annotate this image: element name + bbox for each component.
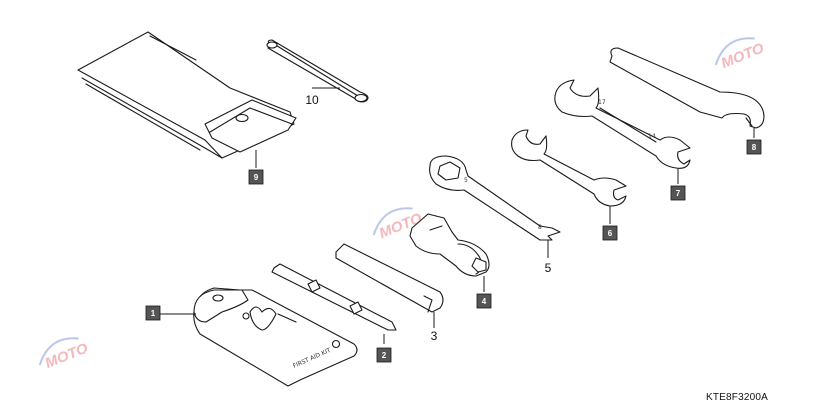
wrench-17x14 xyxy=(554,79,691,169)
svg-text:4: 4 xyxy=(482,297,487,306)
pin-spanner xyxy=(609,47,765,129)
svg-text:1: 1 xyxy=(151,309,156,318)
callout-5: 5 xyxy=(545,261,552,275)
handle-bar xyxy=(335,243,444,313)
wrench-7-size-a: 17 xyxy=(598,99,606,106)
screwdriver xyxy=(271,263,397,331)
box-open-wrench xyxy=(429,155,561,241)
svg-text:2: 2 xyxy=(382,351,387,360)
callout-6: 6 xyxy=(602,225,618,241)
watermark-logo-bottom-left: MOTO xyxy=(38,337,91,372)
callout-1: 1 xyxy=(145,305,161,321)
plug-socket-wrench xyxy=(409,213,490,277)
first-aid-pouch xyxy=(193,287,358,387)
wrench-double-open xyxy=(511,129,627,207)
svg-text:9: 9 xyxy=(254,173,259,182)
svg-text:MOTO: MOTO xyxy=(43,339,91,372)
watermark-logo-top-right: MOTO xyxy=(714,37,767,72)
svg-text:6: 6 xyxy=(608,229,613,238)
box-end-size: 5 xyxy=(464,177,468,184)
callout-7: 7 xyxy=(670,185,686,201)
leader-lines xyxy=(160,87,755,344)
svg-text:8: 8 xyxy=(752,143,757,152)
callout-9: 9 xyxy=(248,169,264,185)
callout-4: 4 xyxy=(476,293,492,309)
callout-3: 3 xyxy=(431,329,438,343)
callout-10: 10 xyxy=(305,93,319,107)
wrench-7-size-b: 14 xyxy=(648,133,656,140)
diagram-code: KTE8F3200A xyxy=(706,392,769,403)
wrench-5-size: 8 xyxy=(538,224,542,231)
callout-8: 8 xyxy=(746,139,762,155)
strap xyxy=(266,39,369,103)
callout-2: 2 xyxy=(376,347,392,363)
tool-bag xyxy=(77,31,297,159)
svg-text:MOTO: MOTO xyxy=(719,39,767,72)
svg-text:7: 7 xyxy=(676,189,681,198)
